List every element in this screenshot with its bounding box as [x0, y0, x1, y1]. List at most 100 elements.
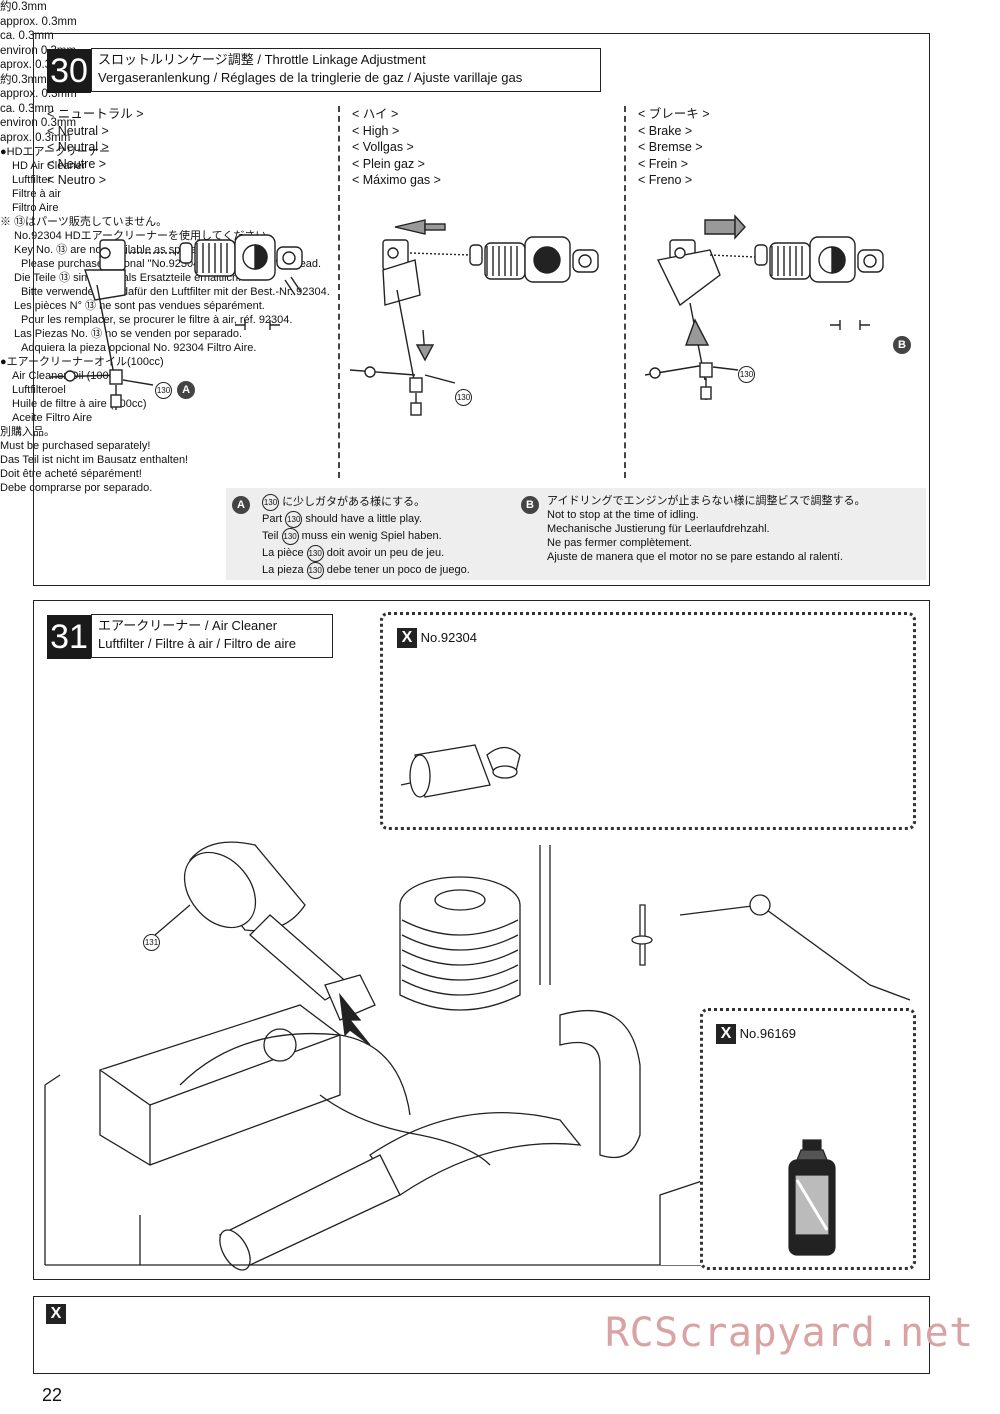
- note-line-7: Les pièces N° ⑬ ne sont pas vendues sépa…: [14, 300, 265, 312]
- note-a-de: muss ein wenig Spiel haben.: [301, 530, 442, 542]
- neutral-part-130-callout: 130 A: [155, 378, 196, 399]
- brake-marker-b: B: [893, 333, 911, 354]
- neutral-linkage-diagram: [49, 234, 303, 410]
- brake-linkage-diagram: [644, 214, 884, 400]
- marker-a-icon: A: [177, 381, 196, 399]
- note-b-en: Not to stop at the time of idling.: [547, 509, 699, 521]
- note-a-marker-icon: A: [232, 496, 250, 514]
- neutral-gap-en: approx. 0.3mm: [0, 15, 77, 28]
- brake-gap-text: 約0.3mm approx. 0.3mm ca. 0.3mm environ 0…: [0, 73, 1000, 146]
- neutral-label-ja: < ニュートラル >: [47, 107, 144, 121]
- purchase-separately-x-icon: X: [46, 1304, 66, 1324]
- hd-air-cleaner-name-es: Filtro Aire: [12, 202, 59, 214]
- neutral-labels: < ニュートラル > < Neutral > < Neutral > < Neu…: [47, 106, 144, 189]
- neutral-label-es: < Neutro >: [47, 173, 107, 187]
- air-cleaner-part-131-callout: 131: [143, 930, 160, 951]
- part-130-marker-high: 130: [455, 389, 472, 406]
- brake-label-fr: < Frein >: [638, 156, 689, 171]
- footer-note-panel: [33, 1296, 930, 1374]
- air-cleaner-install-illustration: [44, 841, 911, 1271]
- high-linkage-diagram: [349, 219, 599, 416]
- oil-name-ja: ●エアークリーナーオイル(100cc): [0, 356, 164, 368]
- step-30-notes: A 130 に少しガタがある様にする。 Part 130 should have…: [226, 488, 926, 580]
- note-a-part-130-en: 130: [285, 511, 303, 528]
- air-cleaner-oil-number: No.96169: [739, 1026, 797, 1041]
- marker-b-icon: B: [893, 336, 911, 354]
- step-30-number: 30: [47, 49, 91, 93]
- note-a-part-130: 130: [262, 494, 279, 511]
- high-label-es: < Máximo gas >: [352, 173, 441, 187]
- brake-gap-es: aprox. 0.3mm: [0, 131, 71, 144]
- optional-part-x-icon: X: [397, 628, 417, 648]
- note-line-1: ※ ⑬はパーツ販売していません。: [0, 216, 168, 228]
- note-a-prefix-de: Teil: [262, 530, 279, 542]
- note-a-en: should have a little play.: [305, 513, 422, 525]
- hd-air-cleaner-number: No.92304: [420, 630, 478, 645]
- part-131-marker: 131: [143, 934, 160, 951]
- brake-gap-ja: 約0.3mm: [0, 73, 47, 86]
- column-divider-2: [624, 106, 626, 478]
- note-a-es: debe tener un poco de juego.: [326, 564, 470, 576]
- high-label-ja: < ハイ >: [352, 107, 399, 121]
- step-31-panel: [33, 600, 930, 1280]
- part-130-marker-brake: 130: [738, 366, 755, 383]
- neutral-label-en: < Neutral >: [47, 123, 109, 138]
- note-a-part-130-fr: 130: [306, 545, 324, 562]
- hd-air-cleaner-name-fr: Filtre à air: [12, 188, 61, 200]
- hd-air-cleaner-name-en: HD Air Cleaner: [12, 160, 86, 172]
- part-130-marker: 130: [155, 382, 172, 399]
- brake-label-en: < Brake >: [638, 123, 693, 138]
- oil-name-de: Luftfilteroel: [12, 384, 66, 396]
- step-30-panel: [33, 33, 930, 586]
- hd-air-cleaner-name-ja: ●HDエアークリーナー: [0, 146, 110, 158]
- oil-name-es: Aceite Filtro Aire: [12, 412, 93, 424]
- brake-label-ja: < ブレーキ >: [638, 107, 710, 121]
- brake-label-es: < Freno >: [638, 173, 693, 187]
- note-a-part-130-de: 130: [281, 528, 299, 545]
- hd-air-cleaner-option-box: [380, 612, 916, 830]
- purchase-note-de: Das Teil ist nicht im Bausatz enthalten!: [0, 454, 189, 466]
- note-line-9: Las Piezas No. ⑬ no se venden por separa…: [14, 328, 243, 340]
- neutral-label-fr: < Neutre >: [47, 156, 107, 171]
- high-label-en: < High >: [352, 123, 400, 138]
- step-31-title-line2: Luftfilter / Filtre à air / Filtro de ai…: [98, 636, 296, 651]
- purchase-separately-text: 別購入品。 Must be purchased separately! Das …: [0, 425, 1000, 495]
- step-31-title: エアークリーナー / Air Cleaner Luftfilter / Filt…: [91, 614, 333, 658]
- brake-label-de: < Bremse >: [638, 140, 703, 154]
- note-line-5: Die Teile ⑬ sind nicht als Ersatzteile e…: [14, 272, 242, 284]
- step-31-number: 31: [47, 615, 91, 659]
- hd-air-cleaner-names: ●HDエアークリーナー HD Air Cleaner Luftfilter Fi…: [0, 145, 1000, 215]
- high-labels: < ハイ > < High > < Vollgas > < Plein gaz …: [352, 106, 441, 189]
- purchase-note-fr: Doit être acheté séparément!: [0, 468, 142, 480]
- brake-labels: < ブレーキ > < Brake > < Bremse > < Frein > …: [638, 106, 710, 189]
- purchase-note-ja: 別購入品。: [0, 426, 55, 438]
- step-30-title: スロットルリンケージ調整 / Throttle Linkage Adjustme…: [91, 48, 601, 92]
- brake-gap-de: ca. 0.3mm: [0, 102, 54, 115]
- note-a-ja: に少しガタがある様にする。: [282, 496, 426, 508]
- note-a-prefix-es: La pieza: [262, 564, 304, 576]
- neutral-label-de: < Neutral >: [47, 140, 109, 154]
- high-label-de: < Vollgas >: [352, 140, 414, 154]
- neutral-gap-ja: 約0.3mm: [0, 1, 47, 13]
- optional-oil-x-icon: X: [716, 1024, 736, 1044]
- note-a-prefix-fr: La pièce: [262, 547, 304, 559]
- note-a-fr: doit avoir un peu de jeu.: [326, 547, 445, 559]
- watermark: RCScrapyard.net: [605, 1310, 974, 1356]
- note-a-part-130-es: 130: [306, 562, 324, 579]
- high-part-130-callout: 130: [455, 385, 472, 406]
- brake-gap-fr: environ 0.3mm: [0, 117, 77, 129]
- step-30-title-line2: Vergaseranlenkung / Réglages de la tring…: [98, 70, 523, 85]
- air-cleaner-oil-partno: X No.96169: [716, 1024, 796, 1044]
- purchase-note-en: Must be purchased separately!: [0, 440, 151, 452]
- note-a-prefix-en: Part: [262, 513, 283, 525]
- oil-bottle-illustration: [788, 1139, 836, 1256]
- note-b-marker-icon: B: [521, 496, 539, 514]
- note-b-de: Mechanische Justierung für Leerlaufdrehz…: [547, 523, 770, 535]
- hd-air-cleaner-illustration: [400, 744, 521, 798]
- high-label-fr: < Plein gaz >: [352, 156, 425, 171]
- note-b-es: Ajuste de manera que el motor no se pare…: [547, 551, 843, 563]
- step-30-title-line1: スロットルリンケージ調整 / Throttle Linkage Adjustme…: [98, 52, 426, 67]
- brake-part-130-callout: 130: [738, 362, 755, 383]
- column-divider-1: [338, 106, 340, 478]
- hd-air-cleaner-partno: X No.92304: [397, 628, 477, 648]
